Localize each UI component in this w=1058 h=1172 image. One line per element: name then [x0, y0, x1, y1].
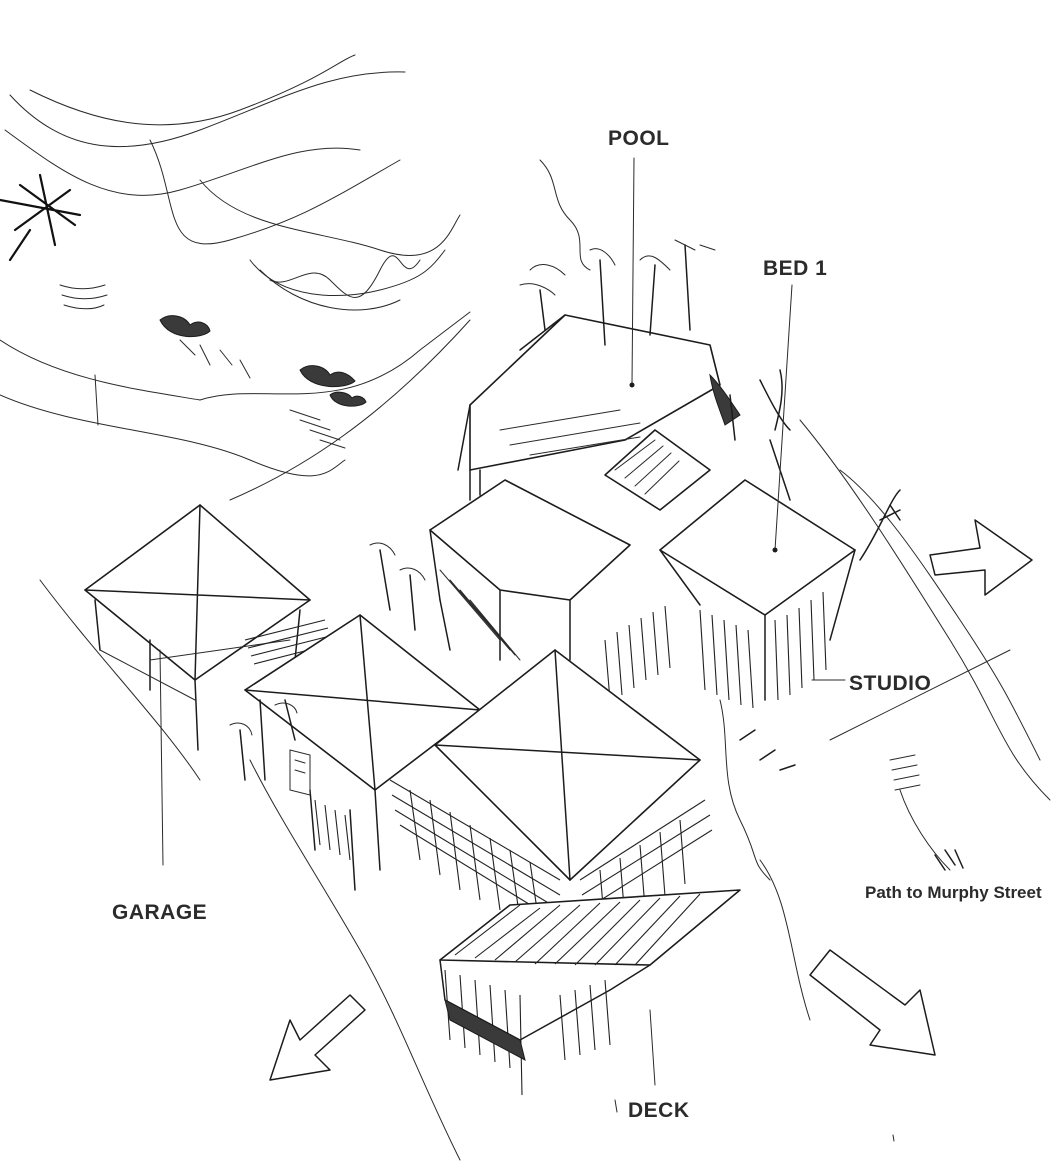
- arrow-down-left-icon: [269, 994, 366, 1081]
- bed1-leader: [774, 284, 793, 551]
- arrow-right-icon: [929, 519, 1033, 596]
- terrain-scribbles: [0, 54, 471, 501]
- garage-block: [84, 504, 333, 751]
- bed1-block: [659, 369, 856, 709]
- deck-label: DECK: [628, 1099, 690, 1122]
- garage-leader: [159, 649, 164, 866]
- path-label: Path to Murphy Street: [865, 883, 1042, 902]
- arrow-down-right-icon: [809, 949, 936, 1056]
- deck-leader: [649, 1009, 656, 1086]
- right-vegetation: [719, 419, 1051, 1021]
- main-block: [389, 649, 741, 1096]
- pool-label: POOL: [608, 127, 670, 150]
- middle-block: [429, 479, 671, 701]
- leader-lines: [159, 157, 846, 1086]
- foreground-palms: [39, 542, 461, 1161]
- pavilion: [604, 429, 711, 511]
- bed1-label: BED 1: [763, 257, 828, 280]
- direction-arrows: [269, 519, 1033, 1081]
- pool-block: [457, 159, 741, 501]
- pool-leader: [631, 157, 635, 386]
- studio-label: STUDIO: [849, 672, 932, 695]
- garage-label: GARAGE: [112, 901, 208, 924]
